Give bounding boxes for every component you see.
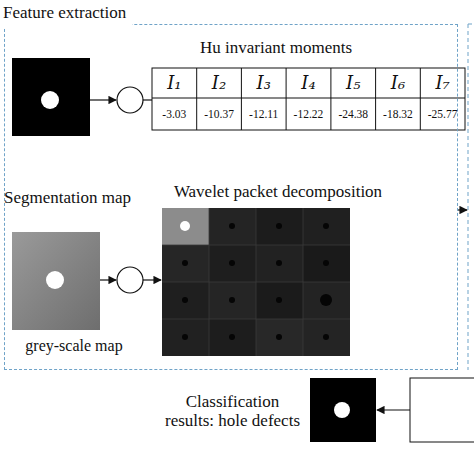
table-header: I₁	[152, 68, 197, 98]
section-label: Segmentation map	[4, 186, 154, 210]
hole-dot	[334, 402, 350, 418]
result-image	[310, 378, 376, 442]
table-header: I₇	[420, 68, 465, 98]
arrow-line	[377, 409, 410, 410]
section-label: Wavelet packet decomposition	[158, 180, 398, 204]
table-cell: -10.37	[197, 98, 242, 130]
arrow-line	[143, 99, 152, 100]
table-header: I₃	[241, 68, 286, 98]
cropped-panel	[468, 24, 474, 370]
image-caption: grey-scale map	[4, 334, 144, 358]
table-cell: -18.32	[376, 98, 421, 130]
table-grid	[152, 68, 465, 130]
table-header: I₂	[197, 68, 242, 98]
wavelet-image	[162, 208, 350, 356]
greyscale-image	[12, 232, 100, 330]
table-title: Hu invariant moments	[176, 36, 376, 60]
cropped-box	[410, 378, 474, 442]
process-circle	[117, 87, 143, 113]
arrow-line	[90, 99, 116, 100]
panel-heading: Feature extraction	[1, 3, 132, 27]
arrow-line	[100, 279, 116, 280]
table-cell: -24.38	[331, 98, 376, 130]
table-header: I₆	[376, 68, 421, 98]
process-circle	[117, 267, 143, 293]
hole-dot	[41, 91, 59, 109]
table-header: I₄	[286, 68, 331, 98]
segmentation-image	[12, 58, 90, 136]
arrow-line	[458, 209, 467, 210]
table-header: I₅	[331, 68, 376, 98]
wires	[90, 100, 467, 410]
table-cell: -3.03	[152, 98, 197, 130]
result-label: Classification results: hole defects	[160, 380, 305, 444]
table-cell: -25.77	[420, 98, 465, 130]
hole-dot	[46, 271, 64, 289]
arrow-line	[143, 279, 161, 280]
table-cell: -12.22	[286, 98, 331, 130]
table-cell: -12.11	[241, 98, 286, 130]
